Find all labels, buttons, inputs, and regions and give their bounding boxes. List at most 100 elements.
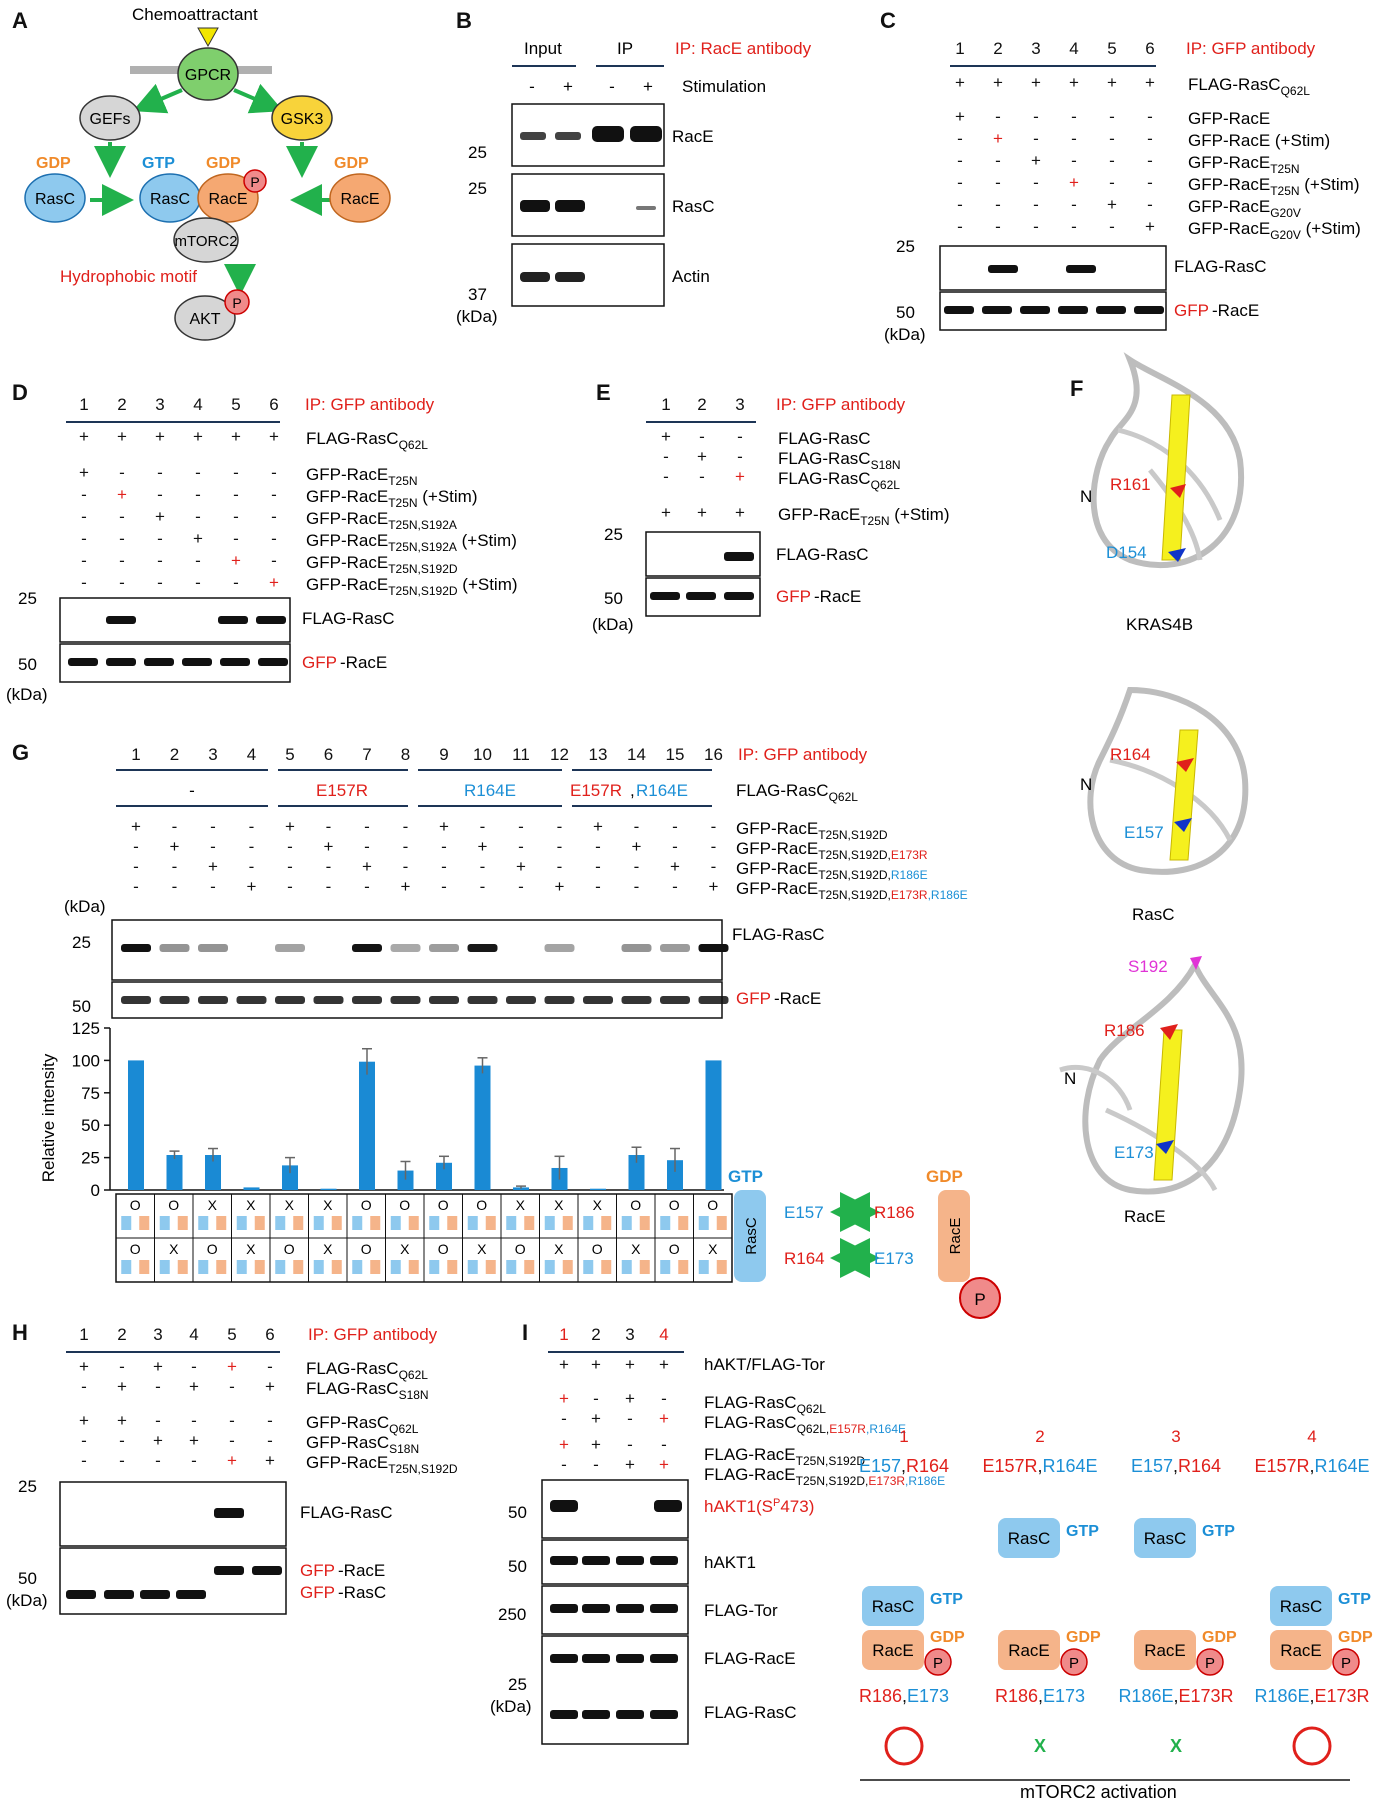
g-r3-sign-5: - bbox=[287, 877, 293, 896]
g-table-mark-1-1: O bbox=[130, 1197, 141, 1213]
c-row5-sign-4: - bbox=[1071, 195, 1077, 214]
e-row-label-0: FLAG-RasC bbox=[778, 429, 871, 448]
blot-i-label-akt: hAKT1 bbox=[704, 1553, 756, 1572]
g-r3-sign-7: - bbox=[364, 877, 370, 896]
h-row2-sign-1: + bbox=[79, 1411, 89, 1430]
b-kda: (kDa) bbox=[456, 307, 498, 326]
g-legend-rasc: RasC bbox=[743, 1217, 760, 1255]
g-lane-16: 16 bbox=[704, 745, 723, 764]
g-r0-sign-5: + bbox=[285, 817, 295, 836]
i-model-race-label-1: RacE bbox=[872, 1641, 914, 1660]
i-model-rasc-2 bbox=[998, 1518, 1060, 1558]
d-row2-sign-2: + bbox=[117, 485, 127, 504]
b-sign-2: + bbox=[563, 77, 573, 96]
h-row3-sign-3: + bbox=[153, 1431, 163, 1450]
g-r1-sign-4: - bbox=[249, 837, 255, 856]
g-bar-14 bbox=[628, 1155, 645, 1190]
g-flag-band-14 bbox=[621, 944, 652, 952]
d-row0-sign-1: + bbox=[79, 427, 89, 446]
g-gfp-band-9 bbox=[429, 996, 459, 1004]
i-model-top-2: E157R,R164E bbox=[982, 1456, 1097, 1476]
g-gfp-row-0: GFP-RacET25N,S192D bbox=[736, 819, 888, 842]
i-model-result-2: X bbox=[1034, 1736, 1046, 1756]
i-row1-sign-2: - bbox=[593, 1389, 599, 1408]
blot-h-label-flag: FLAG-RasC bbox=[300, 1503, 393, 1522]
g-ytick-25: 25 bbox=[81, 1149, 100, 1168]
blot-e-label-race: -RacE bbox=[814, 587, 861, 606]
rasc-e157: E157 bbox=[1124, 823, 1164, 842]
g-bar-7 bbox=[359, 1061, 375, 1190]
d-row2-sign-5: - bbox=[233, 485, 239, 504]
h-lane-1: 1 bbox=[79, 1325, 88, 1344]
h-row3-sign-6: - bbox=[267, 1431, 273, 1450]
d-row1-sign-2: - bbox=[119, 463, 125, 482]
c-row4-sign-5: - bbox=[1109, 173, 1115, 192]
e-lane-2: 2 bbox=[697, 395, 706, 414]
hydrophobic-motif-label: Hydrophobic motif bbox=[60, 267, 197, 286]
i-row3-sign-3: - bbox=[627, 1435, 633, 1454]
g-gfp-band-12 bbox=[544, 996, 575, 1004]
g-table-mark-1-15: O bbox=[669, 1197, 680, 1213]
g-r2-sign-10: - bbox=[480, 857, 486, 876]
i-model-phospho-icon-4 bbox=[1332, 1648, 1360, 1676]
g-r2-sign-8: - bbox=[403, 857, 409, 876]
g-group-double-r164e: R164E bbox=[636, 781, 688, 800]
blot-b-label-race: RacE bbox=[672, 127, 714, 146]
i-model-p-1: P bbox=[933, 1655, 943, 1672]
g-r1-sign-14: + bbox=[632, 837, 642, 856]
c-row5-sign-5: + bbox=[1107, 195, 1117, 214]
i-row4-sign-2: - bbox=[593, 1455, 599, 1474]
i-model-gdp-4: GDP bbox=[1338, 1629, 1373, 1646]
h-row-label-0: FLAG-RasCQ62L bbox=[306, 1359, 428, 1382]
gdp-label: GDP bbox=[36, 155, 71, 172]
i-mw-25: 25 bbox=[508, 1675, 527, 1694]
h-row-label-4: GFP-RacET25N,S192D bbox=[306, 1453, 458, 1476]
gpcr-node bbox=[177, 47, 239, 101]
g-r0-sign-16: - bbox=[711, 817, 717, 836]
i-row0-sign-1: + bbox=[559, 1355, 569, 1374]
e-ip-title: IP: GFP antibody bbox=[776, 395, 906, 414]
h-row1-sign-1: - bbox=[81, 1377, 87, 1396]
i-model-rasc-4 bbox=[1270, 1586, 1332, 1626]
blot-g-label-flag: FLAG-RasC bbox=[732, 925, 825, 944]
c-lane-6: 6 bbox=[1145, 39, 1154, 58]
c-row1-sign-1: + bbox=[955, 107, 965, 126]
h-row-label-1: FLAG-RasCS18N bbox=[306, 1379, 429, 1402]
i-model-phospho-icon-3 bbox=[1196, 1648, 1224, 1676]
c-row3-sign-1: - bbox=[957, 151, 963, 170]
phospho-icon-2 bbox=[224, 289, 250, 315]
i-model-rasc-label-1: RasC bbox=[872, 1597, 915, 1616]
rasc-r164: R164 bbox=[1110, 745, 1151, 764]
i-model-race-2 bbox=[998, 1630, 1060, 1670]
c-row1-sign-4: - bbox=[1071, 107, 1077, 126]
g-group-r164e: R164E bbox=[464, 781, 516, 800]
g-r0-sign-6: - bbox=[326, 817, 332, 836]
d-row6-sign-1: - bbox=[81, 573, 87, 592]
g-lane-3: 3 bbox=[208, 745, 217, 764]
d-row4-sign-1: - bbox=[81, 529, 87, 548]
i-model-bottom-1: R186,E173 bbox=[859, 1686, 949, 1706]
c-lane-1: 1 bbox=[955, 39, 964, 58]
c-ip-title: IP: GFP antibody bbox=[1186, 39, 1316, 58]
g-lane-10: 10 bbox=[473, 745, 492, 764]
h-row3-sign-4: + bbox=[189, 1431, 199, 1450]
blot-h-label-race: -RacE bbox=[338, 1561, 385, 1580]
blot-d-flag bbox=[59, 597, 291, 643]
d-row3-sign-3: + bbox=[155, 507, 165, 526]
h-row1-sign-2: + bbox=[117, 1377, 127, 1396]
panel-g-label: G bbox=[12, 740, 29, 765]
h-row3-sign-1: - bbox=[81, 1431, 87, 1450]
blot-c-gfp bbox=[939, 291, 1167, 331]
c-row4-sign-2: - bbox=[995, 173, 1001, 192]
e-row-label-2: FLAG-RasCQ62L bbox=[778, 469, 900, 492]
e-lane-3: 3 bbox=[735, 395, 744, 414]
d-row4-sign-3: - bbox=[157, 529, 163, 548]
d-row6-sign-3: - bbox=[157, 573, 163, 592]
g-lane-15: 15 bbox=[666, 745, 685, 764]
g-table-mark-2-15: O bbox=[669, 1241, 680, 1257]
g-gfp-band-16 bbox=[698, 996, 729, 1004]
g-r1-sign-11: - bbox=[518, 837, 524, 856]
g-r2-sign-5: - bbox=[287, 857, 293, 876]
